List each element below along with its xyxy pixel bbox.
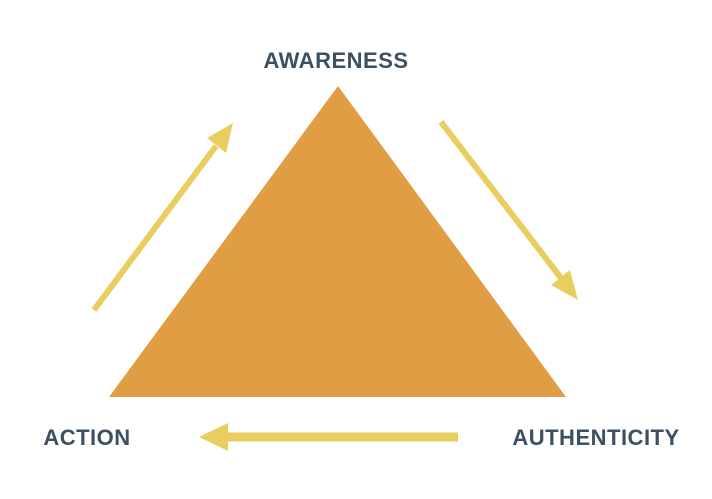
arrow-awareness-to-authenticity-shaft xyxy=(438,120,564,280)
arrow-action-to-awareness-head xyxy=(207,123,233,153)
arrow-authenticity-to-action-head xyxy=(199,423,228,451)
label-action: ACTION xyxy=(43,425,131,450)
label-authenticity: AUTHENTICITY xyxy=(512,425,680,450)
label-awareness: AWARENESS xyxy=(263,48,409,73)
arrow-action-to-awareness-shaft xyxy=(91,144,219,312)
arrow-action-to-awareness xyxy=(91,123,233,312)
arrow-authenticity-to-action xyxy=(199,423,458,451)
arrow-awareness-to-authenticity-head xyxy=(551,270,578,300)
triangle-shape xyxy=(109,86,566,397)
arrow-awareness-to-authenticity xyxy=(438,120,578,300)
